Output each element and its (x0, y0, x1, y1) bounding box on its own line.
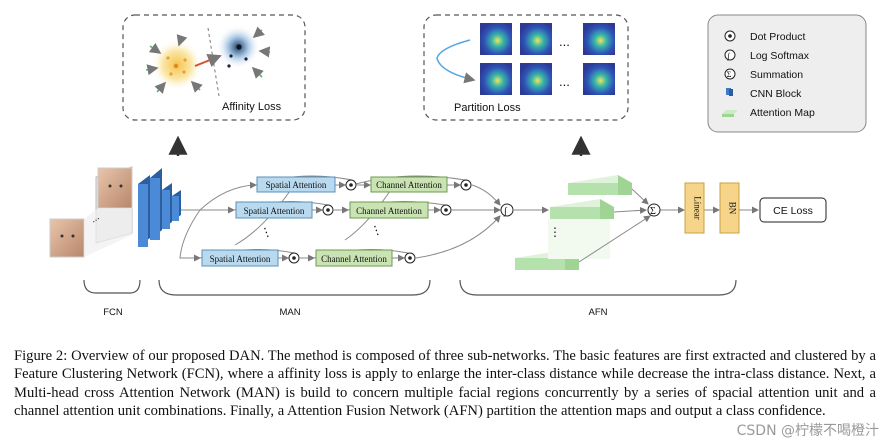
attention-map-icon (722, 110, 738, 117)
log-softmax-icon: ∫ (724, 49, 736, 61)
legend-log-softmax: Log Softmax (750, 50, 810, 62)
log-softmax-node: ∫ (500, 203, 514, 217)
attention-unit-row-2: Spatial Attention Channel Attention (235, 201, 452, 219)
man-vdots-left: ⋮ (258, 224, 274, 241)
spatial-attention-label: Spatial Attention (266, 180, 327, 190)
svg-text:Σ: Σ (727, 70, 732, 79)
partition-loss-box: ... ... Partition Loss (423, 14, 629, 121)
partition-curve-arrow (436, 39, 476, 84)
channel-attention-label: Channel Attention (376, 180, 442, 190)
spatial-attention-box (201, 249, 279, 267)
face-image-back (97, 167, 133, 209)
bn-layer: BN (719, 182, 740, 234)
heatmap-grid: ... ... (480, 23, 615, 95)
attention-map-stack: ⋮ (515, 175, 632, 270)
dot-product-icon (724, 30, 736, 42)
attention-unit-row-3: Spatial Attention Channel Attention (201, 249, 416, 267)
spatial-attention-box (256, 176, 336, 193)
legend-cnn-block: CNN Block (750, 88, 802, 100)
figure-caption: Figure 2: Overview of our proposed DAN. … (14, 348, 876, 420)
spatial-attention-box (235, 201, 313, 219)
face-image-front (49, 218, 85, 258)
legend: Dot Product ∫ Log Softmax Σ Summation CN… (707, 14, 867, 133)
watermark: CSDN @柠檬不喝橙汁 (736, 423, 879, 439)
attention-map-vdots: ⋮ (549, 225, 561, 239)
legend-dot-product: Dot Product (750, 31, 806, 43)
cnn-block-icon (726, 88, 733, 96)
man-label: MAN (279, 307, 300, 318)
summation-icon: Σ (724, 68, 736, 80)
bn-label: BN (728, 202, 738, 215)
svg-text:∫: ∫ (727, 52, 731, 61)
dan-architecture-figure: Affinity Loss ... ... Partition Loss Dot… (49, 14, 867, 318)
linear-layer: Linear (684, 182, 705, 234)
input-face-stack: ... (49, 166, 133, 258)
svg-text:Σ: Σ (650, 206, 656, 217)
fcn-label: FCN (103, 307, 123, 318)
heatmap-dots-top: ... (559, 34, 570, 49)
heatmap-dots-bottom: ... (559, 74, 570, 89)
afn-label: AFN (589, 307, 608, 318)
channel-attention-label: Channel Attention (321, 254, 387, 264)
linear-label: Linear (693, 196, 703, 219)
legend-attention-map: Attention Map (750, 107, 815, 119)
channel-attention-box (349, 201, 429, 219)
partition-loss-label: Partition Loss (454, 102, 521, 114)
spatial-attention-label: Spatial Attention (244, 206, 305, 216)
attention-unit-row-1: Spatial Attention Channel Attention (256, 176, 472, 193)
channel-attention-label: Channel Attention (356, 206, 422, 216)
affinity-loss-label: Affinity Loss (222, 101, 282, 113)
cnn-blocks (138, 168, 181, 247)
man-vdots-right: ⋮ (368, 222, 384, 239)
channel-attention-box (315, 249, 393, 267)
summation-node: Σ (647, 203, 661, 217)
svg-text:∫: ∫ (503, 206, 508, 217)
channel-attention-box (370, 176, 448, 193)
affinity-loss-box: Affinity Loss (122, 14, 306, 121)
ce-loss-box: CE Loss (759, 197, 827, 223)
spatial-attention-label: Spatial Attention (210, 254, 271, 264)
afn-connections (578, 188, 759, 263)
ce-loss-label: CE Loss (773, 205, 813, 217)
section-brackets (83, 279, 737, 296)
legend-summation: Summation (750, 69, 803, 81)
